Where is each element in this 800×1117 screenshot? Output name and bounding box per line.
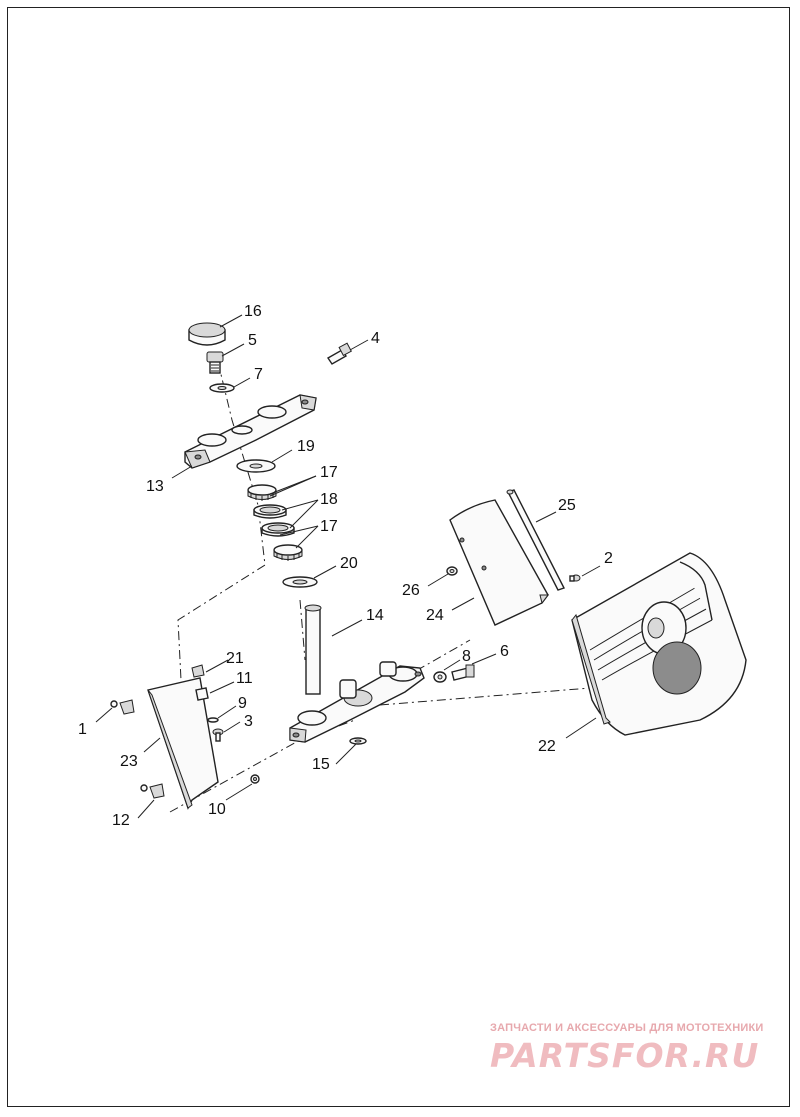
part-15-nut bbox=[349, 737, 367, 745]
callout-4: 4 bbox=[371, 330, 380, 347]
callout-23: 23 bbox=[120, 753, 138, 770]
callout-14: 14 bbox=[366, 607, 384, 624]
callout-12: 12 bbox=[112, 812, 130, 829]
part-20-seal bbox=[282, 576, 318, 588]
callout-5: 5 bbox=[248, 332, 257, 349]
callout-24: 24 bbox=[426, 607, 444, 624]
callout-8: 8 bbox=[462, 648, 471, 665]
part-8-washer bbox=[433, 671, 447, 683]
part-18-bearing-cup-lower bbox=[261, 522, 295, 537]
part-25-trim-strip bbox=[506, 489, 565, 591]
part-5-stem-bolt bbox=[206, 351, 224, 374]
part-22-fairing-cover bbox=[571, 552, 747, 736]
callout-15: 15 bbox=[312, 756, 330, 773]
callout-2: 2 bbox=[604, 550, 613, 567]
part-1-clip bbox=[110, 699, 135, 715]
callout-21: 21 bbox=[226, 650, 244, 667]
part-2-screw bbox=[569, 574, 581, 582]
callout-25: 25 bbox=[558, 497, 576, 514]
part-17-bearing-lower bbox=[273, 544, 303, 561]
callout-7: 7 bbox=[254, 366, 263, 383]
callout-10: 10 bbox=[208, 801, 226, 818]
part-24-shield bbox=[449, 499, 549, 626]
diagram-border bbox=[7, 7, 790, 1107]
callout-18: 18 bbox=[320, 491, 338, 508]
part-9-washer bbox=[207, 717, 219, 723]
part-11-clip bbox=[195, 687, 209, 701]
part-10-nut bbox=[250, 774, 260, 784]
part-4-screw bbox=[327, 342, 352, 365]
callout-13: 13 bbox=[146, 478, 164, 495]
callout-17-lower: 17 bbox=[320, 518, 338, 535]
callout-26: 26 bbox=[402, 582, 420, 599]
callout-22: 22 bbox=[538, 738, 556, 755]
callout-labels: 16 5 7 4 13 19 17 18 17 20 14 15 8 6 1 2… bbox=[78, 303, 613, 829]
part-16-cap bbox=[188, 322, 226, 346]
callout-19: 19 bbox=[297, 438, 315, 455]
part-23-bracket-plate bbox=[147, 677, 219, 810]
part-17-bearing-upper bbox=[247, 484, 277, 501]
watermark-brand: PARTSFOR.RU bbox=[490, 1036, 760, 1075]
part-3-screw bbox=[212, 728, 224, 742]
part-14-steering-stem bbox=[289, 604, 425, 743]
part-6-bolt bbox=[451, 664, 475, 681]
callout-3: 3 bbox=[244, 713, 253, 730]
part-19-dust-shield bbox=[236, 459, 276, 473]
callout-16: 16 bbox=[244, 303, 262, 320]
part-12-clip bbox=[140, 783, 165, 799]
part-21-clip bbox=[191, 664, 205, 678]
leader-lines bbox=[95, 314, 601, 819]
part-26-grommet bbox=[446, 566, 458, 576]
callout-17-upper: 17 bbox=[320, 464, 338, 481]
watermark-tagline: ЗАПЧАСТИ И АКСЕССУАРЫ ДЛЯ МОТОТЕХНИКИ bbox=[490, 1022, 764, 1034]
callout-9: 9 bbox=[238, 695, 247, 712]
part-7-washer bbox=[209, 383, 235, 393]
callout-6: 6 bbox=[500, 643, 509, 660]
callout-20: 20 bbox=[340, 555, 358, 572]
callout-1: 1 bbox=[78, 721, 87, 738]
callout-11: 11 bbox=[236, 670, 253, 687]
part-13-upper-fork-bracket bbox=[184, 394, 317, 469]
part-18-bearing-cup-upper bbox=[253, 504, 287, 519]
